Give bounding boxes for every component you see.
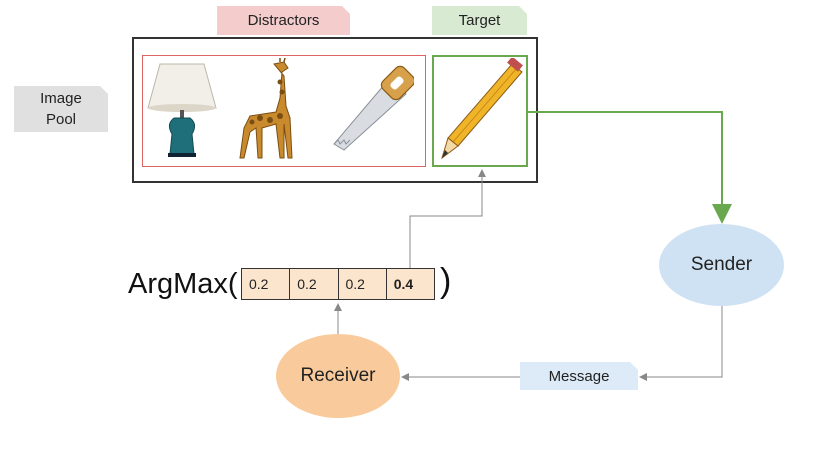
argmax-to-target-arrow [409,169,486,268]
image-pool-label-line1: Image [40,90,82,107]
probability-cell: 0.2 [242,269,291,299]
message-label: Message [520,362,638,390]
target-to-sender-arrow [528,111,732,224]
saw-icon [333,65,414,151]
distractors-box [142,55,426,167]
probability-cell: 0.2 [290,269,339,299]
argmax-close-paren: ) [440,262,452,300]
pencil-icon [441,58,523,160]
target-label: Target [432,6,527,35]
sender-to-message-arrow [639,306,723,381]
receiver-node: Receiver [276,334,400,418]
lamp-icon [147,63,217,157]
distractors-label: Distractors [217,6,350,35]
image-pool-label: Image Pool [14,86,108,132]
image-pool-box [132,37,538,183]
probability-cell: 0.2 [339,269,387,299]
probability-vector: 0.2 0.2 0.2 0.4 [241,268,435,300]
target-box [432,55,528,167]
giraffe-icon [239,58,293,159]
probability-cell-max: 0.4 [393,276,414,292]
argmax-label: ArgMax( [128,268,238,300]
image-pool-label-line2: Pool [45,111,77,128]
sender-node: Sender [659,224,784,306]
